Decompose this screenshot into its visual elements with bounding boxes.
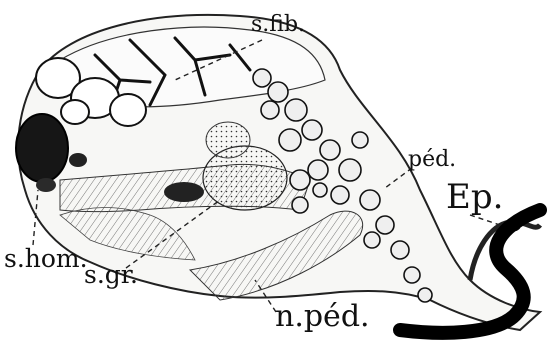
label-ped: péd. xyxy=(408,149,456,171)
label-s-hom: s.hom. xyxy=(4,246,88,271)
dark-ganglion xyxy=(16,114,68,182)
label-s-fib: s.fib. xyxy=(251,14,305,36)
label-ep: Ep. xyxy=(446,180,503,214)
dark-spot xyxy=(164,182,204,202)
granular-mass xyxy=(203,146,287,210)
label-n-ped: n.péd. xyxy=(275,302,370,332)
label-s-gr: s.gr. xyxy=(84,262,138,287)
